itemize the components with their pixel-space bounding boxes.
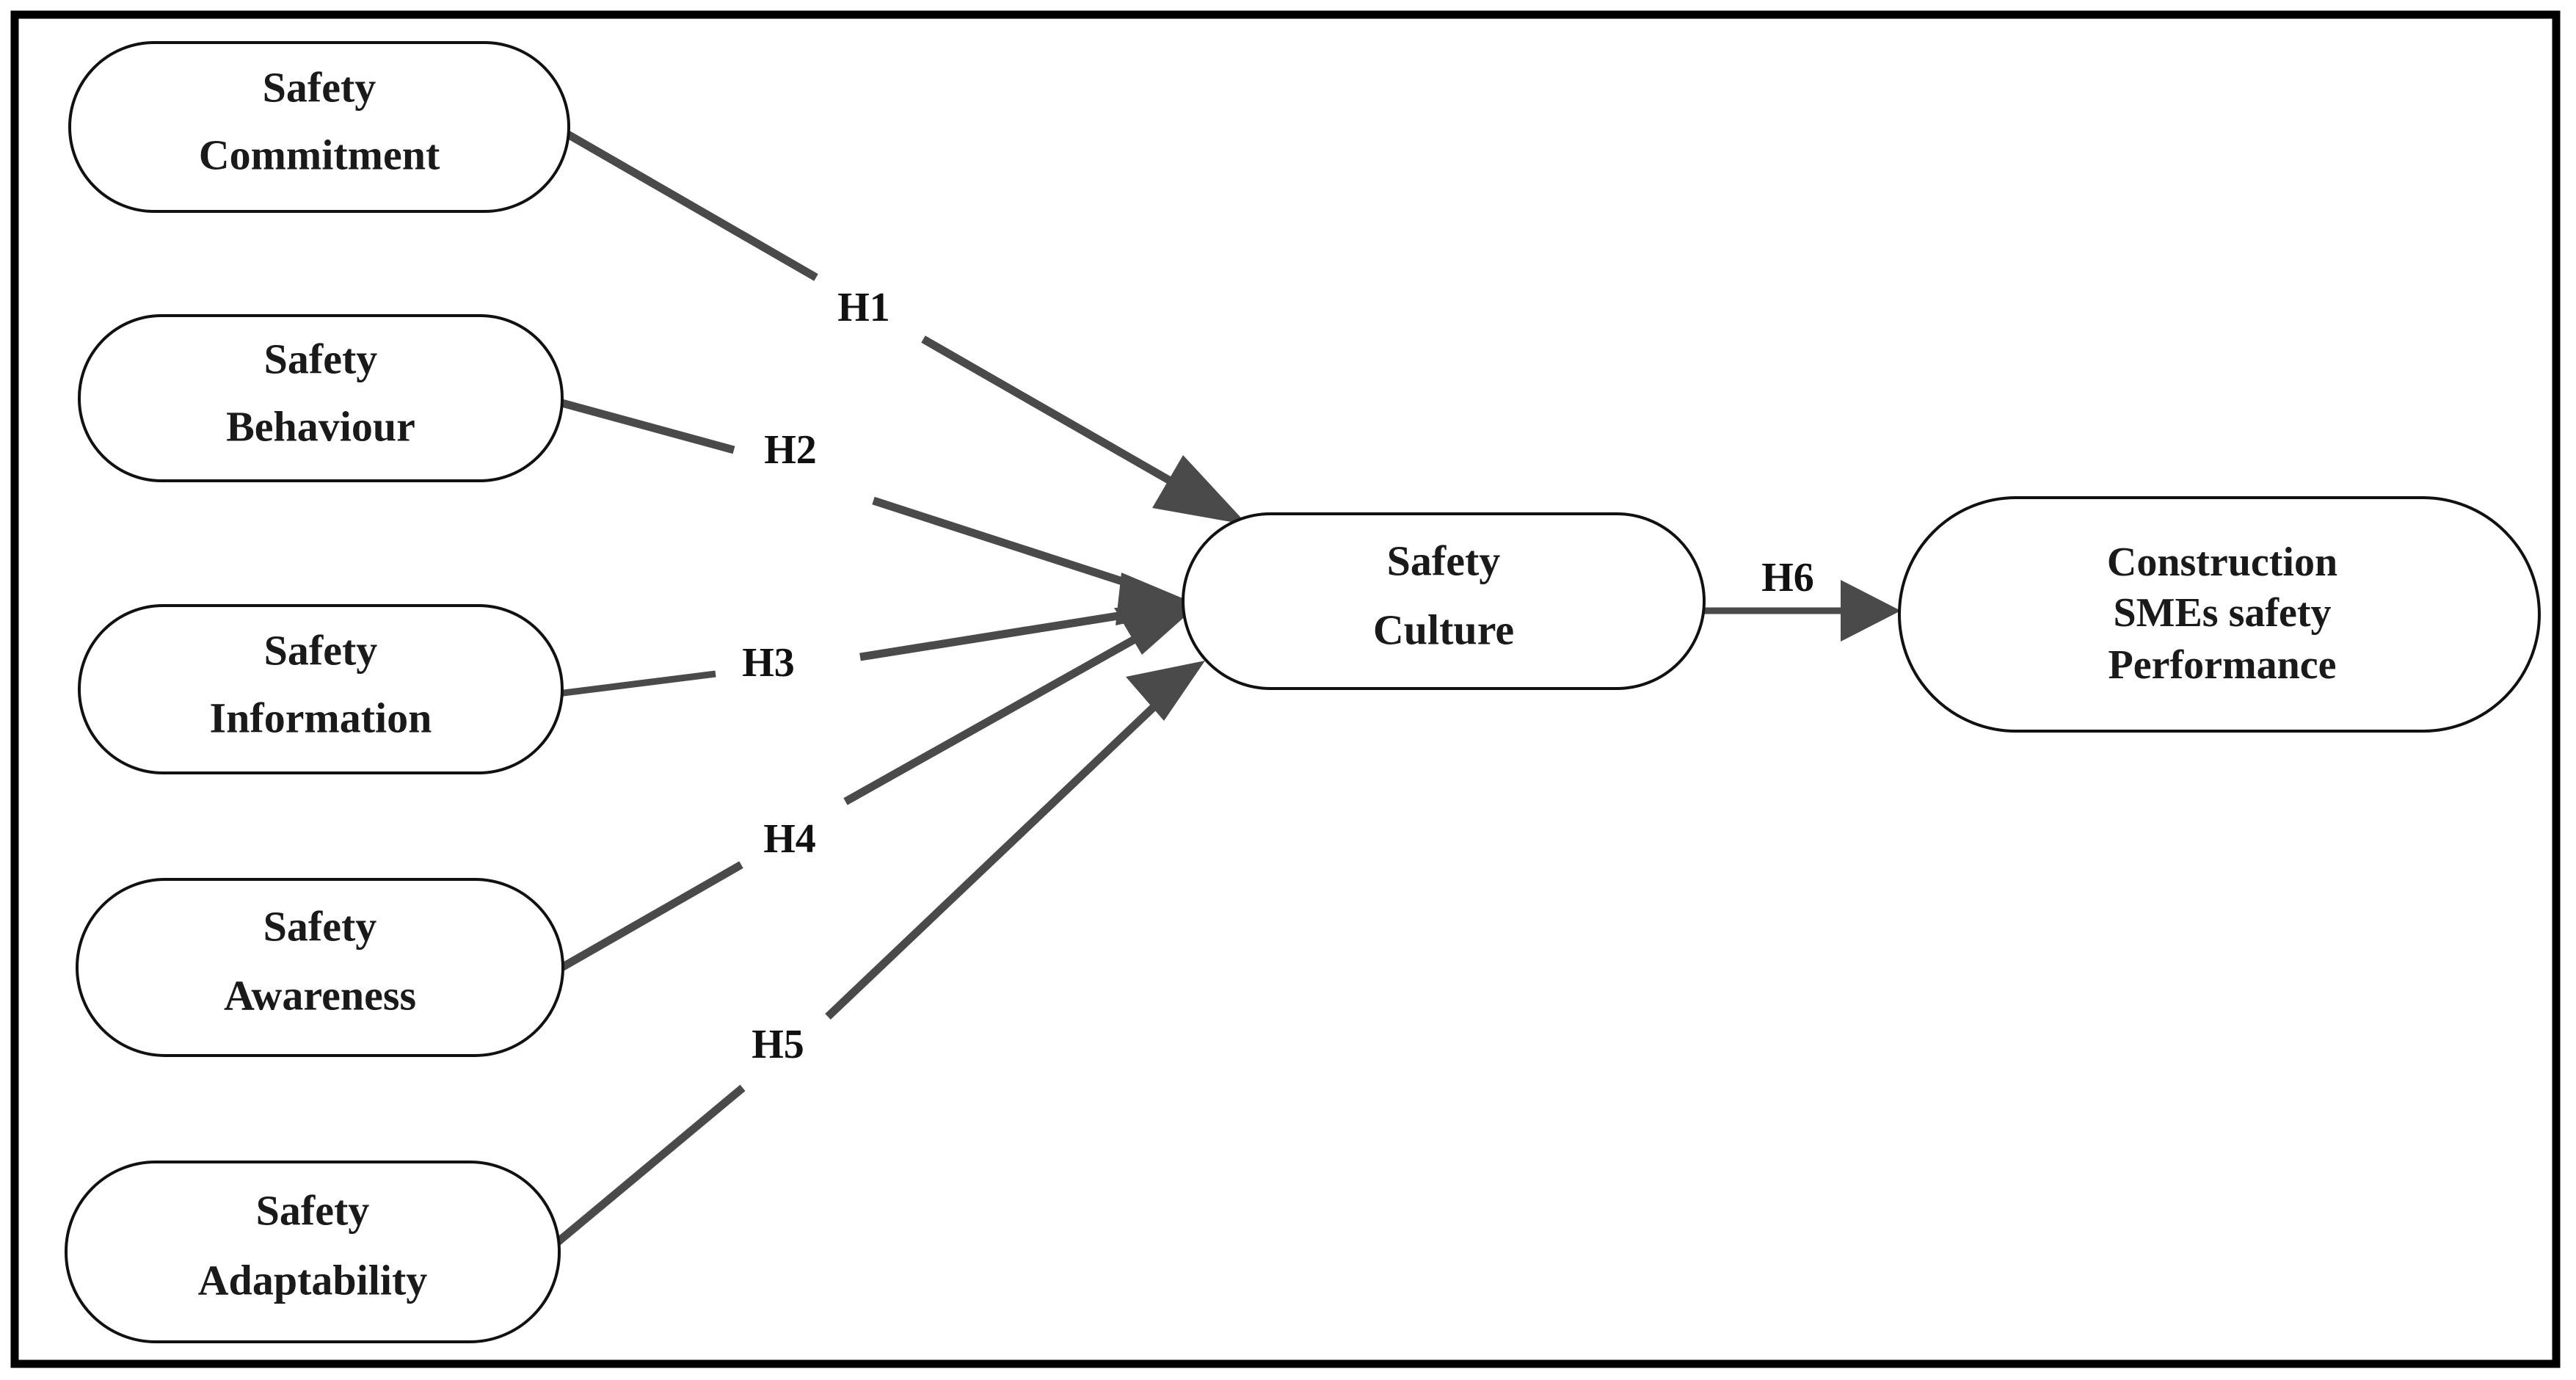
node-safety-behaviour[interactable]: Safety Behaviour (78, 314, 564, 482)
node-safety-commitment[interactable]: Safety Commitment (68, 41, 570, 213)
safety-commitment-label-line-2: Commitment (199, 131, 440, 178)
h5-line-segment-a (546, 1084, 746, 1253)
safety-behaviour-label-line-1: Safety (264, 335, 378, 382)
connector-h4 (557, 608, 1195, 973)
node-safety-awareness[interactable]: Safety Awareness (76, 878, 564, 1057)
safety-behaviour-shape[interactable] (78, 314, 564, 482)
safety-behaviour-label-line-2: Behaviour (226, 402, 415, 450)
h2-line-segment-b (872, 496, 1165, 599)
safety-awareness-label-line-1: Safety (263, 902, 377, 950)
h4-line-segment-b (843, 622, 1160, 805)
h3-line-segment-b (859, 605, 1160, 661)
safety-adaptability-shape[interactable] (65, 1161, 561, 1343)
h4-arrowhead (1114, 608, 1195, 655)
connector-h6 (1697, 580, 1901, 642)
hypothesis-label-h1: H1 (837, 285, 890, 330)
safety-awareness-shape[interactable] (76, 878, 564, 1057)
node-safety-culture[interactable]: Safety Culture (1182, 512, 1706, 690)
hypothesis-label-h3: H3 (742, 640, 795, 686)
hypothesis-label-h5: H5 (752, 1022, 804, 1067)
construction-smes-safety-performance-shape[interactable] (1898, 496, 2541, 733)
h1-line-segment-a (564, 130, 818, 281)
node-safety-adaptability[interactable]: Safety Adaptability (65, 1161, 561, 1343)
safety-culture-label-line-1: Safety (1387, 537, 1501, 584)
safety-culture-label-line-2: Culture (1373, 606, 1514, 653)
hypothesis-label-h2: H2 (764, 427, 817, 473)
safety-culture-shape[interactable] (1182, 512, 1706, 690)
connector-h1 (564, 130, 1248, 525)
h5-arrowhead (1126, 661, 1205, 721)
h3-line-segment-a (557, 670, 716, 697)
connector-h5 (546, 661, 1205, 1253)
h1-arrowhead (1152, 455, 1248, 525)
connector-h2 (558, 398, 1204, 625)
h1-line-segment-b (921, 335, 1215, 509)
safety-information-shape[interactable] (78, 604, 564, 774)
hypothesis-label-h4: H4 (763, 816, 816, 862)
node-construction-smes-safety-performance[interactable]: Construction SMEs safety Performance (1898, 496, 2541, 733)
figure-border (10, 10, 2561, 1368)
h6-arrowhead (1841, 580, 1901, 642)
h4-line-segment-a (557, 861, 743, 973)
hypothesis-label-h6: H6 (1761, 555, 1814, 600)
outcome-label-line-2: SMEs safety (2113, 590, 2331, 636)
h5-line-segment-b (825, 693, 1168, 1020)
node-safety-information[interactable]: Safety Information (78, 604, 564, 774)
safety-information-label-line-1: Safety (264, 626, 378, 674)
safety-information-label-line-2: Information (210, 694, 432, 741)
h2-line-segment-a (558, 398, 735, 454)
connector-h3 (557, 580, 1196, 697)
safety-commitment-shape[interactable] (68, 41, 570, 213)
safety-adaptability-label-line-1: Safety (256, 1186, 370, 1234)
safety-adaptability-label-line-2: Adaptability (198, 1256, 428, 1304)
safety-awareness-label-line-2: Awareness (224, 971, 416, 1019)
safety-commitment-label-line-1: Safety (263, 63, 376, 111)
outcome-label-line-3: Performance (2109, 642, 2337, 688)
outcome-label-line-1: Construction (2107, 540, 2337, 585)
